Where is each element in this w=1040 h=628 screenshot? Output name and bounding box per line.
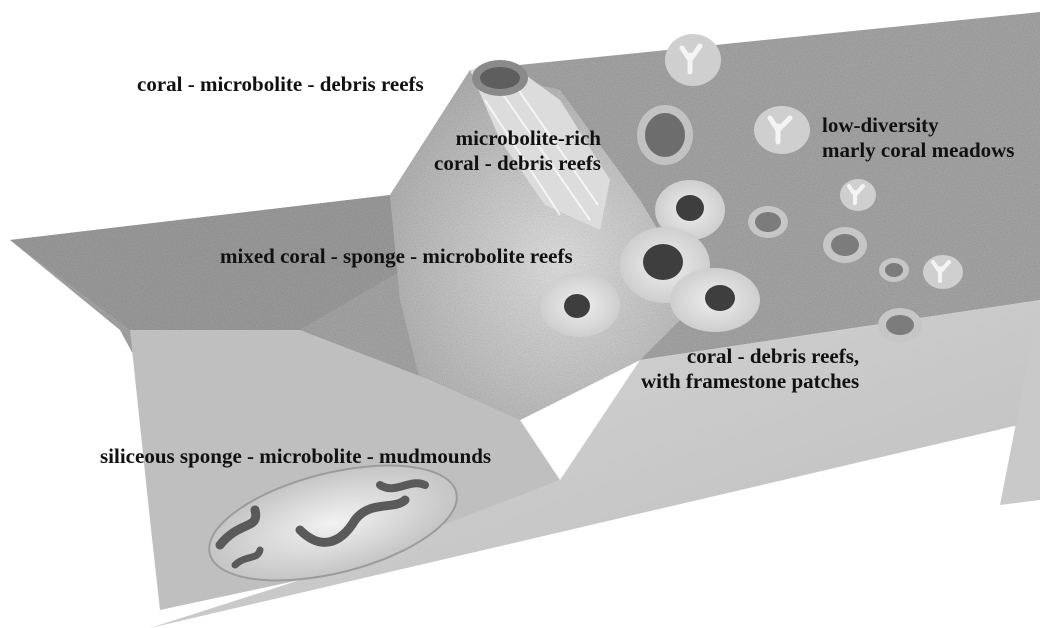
- label-coral-debris-reefs: coral - debris reefs, with framestone pa…: [641, 344, 859, 394]
- coral-meadow-3: [840, 179, 876, 211]
- label-line-2: marly coral meadows: [822, 138, 1014, 163]
- reef-mixed-3: [564, 294, 590, 318]
- label-mixed-coral-sponge-reefs: mixed coral - sponge - microbolite reefs: [220, 244, 573, 269]
- coral-meadow-4: [923, 255, 963, 289]
- label-line-1: coral - debris reefs,: [641, 344, 859, 369]
- reef-mixed-4: [705, 285, 735, 311]
- coral-meadow-2: [754, 106, 810, 154]
- label-siliceous-sponge-mudmounds: siliceous sponge - microbolite - mudmoun…: [100, 444, 491, 469]
- label-line-1: microbolite-rich: [434, 126, 601, 151]
- reef-mixed-2: [643, 244, 683, 280]
- label-text: siliceous sponge - microbolite - mudmoun…: [100, 444, 491, 469]
- label-low-diversity-meadows: low-diversity marly coral meadows: [822, 113, 1014, 163]
- label-coral-microbolite-debris-reefs: coral - microbolite - debris reefs: [137, 72, 424, 97]
- label-line-1: low-diversity: [822, 113, 1014, 138]
- reef-mixed-1: [676, 195, 704, 221]
- label-text: coral - microbolite - debris reefs: [137, 72, 424, 97]
- coral-meadow-1: [665, 34, 721, 86]
- label-line-2: with framestone patches: [641, 369, 859, 394]
- label-line-2: coral - debris reefs: [434, 151, 601, 176]
- label-text: mixed coral - sponge - microbolite reefs: [220, 244, 573, 269]
- label-microbolite-rich-reefs: microbolite-rich coral - debris reefs: [434, 126, 601, 176]
